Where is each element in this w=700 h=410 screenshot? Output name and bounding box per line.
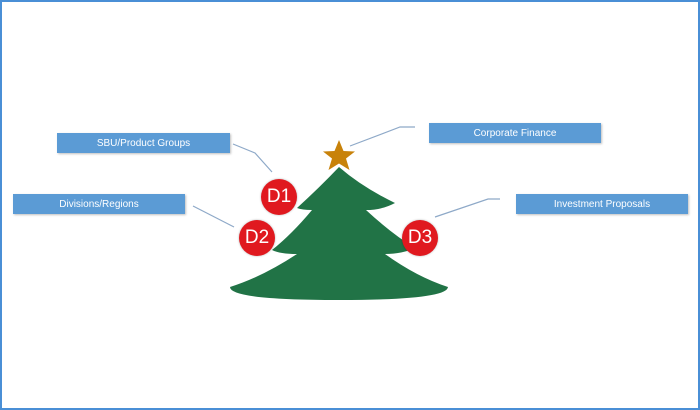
badge-d2: D2 (239, 220, 275, 256)
label-divisions-regions: Divisions/Regions (13, 194, 185, 214)
label-investment-proposals: Investment Proposals (516, 194, 688, 214)
christmas-tree-icon (230, 167, 448, 300)
connector-investment (434, 198, 500, 218)
connector-divisions (192, 205, 235, 228)
label-corporate-finance: Corporate Finance (429, 123, 601, 143)
label-sbu-product-groups: SBU/Product Groups (57, 133, 230, 153)
connector-sbu (232, 143, 273, 173)
star-icon (323, 140, 355, 170)
badge-d1: D1 (261, 179, 297, 215)
badge-d3: D3 (402, 220, 438, 256)
connector-corporate (349, 126, 415, 147)
